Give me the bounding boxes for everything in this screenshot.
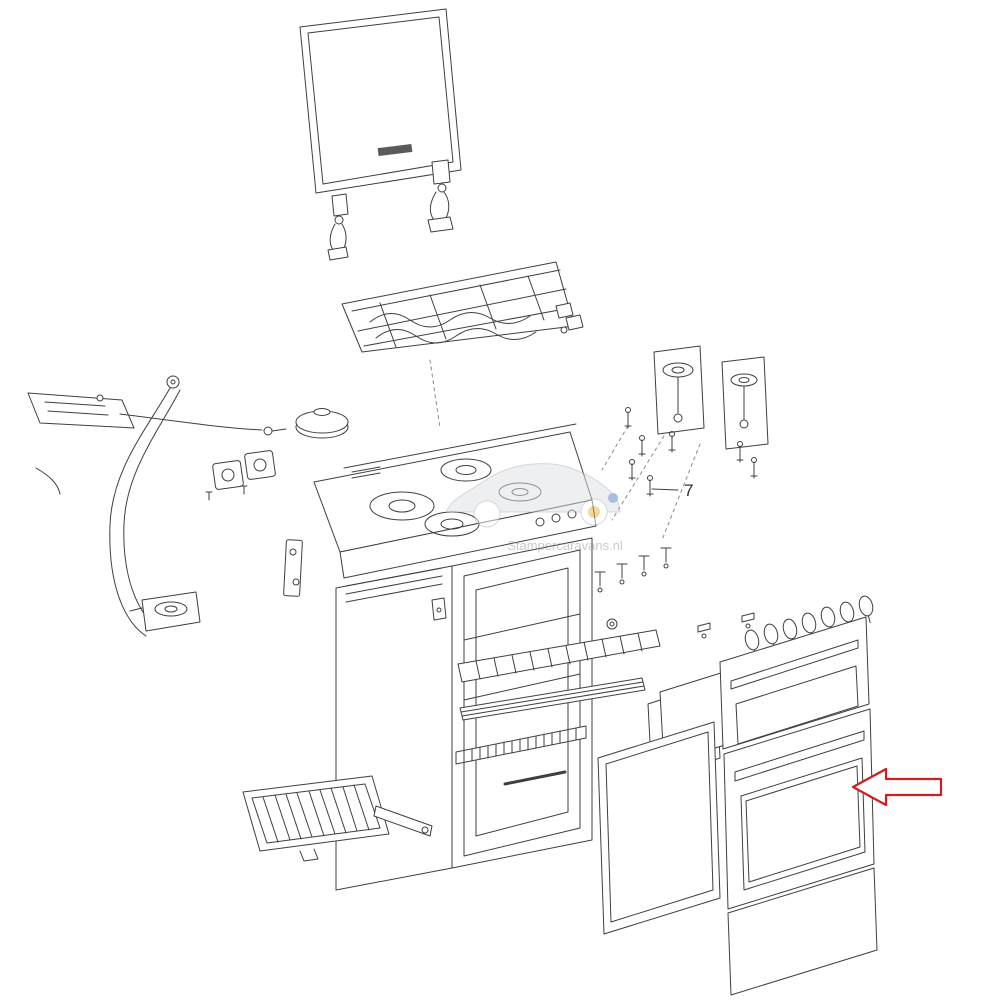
oven-vent-band [455,725,587,765]
hob-top [313,423,597,579]
injector-set [594,547,672,593]
wiring-harness [27,392,287,495]
assembly-guide-lines [429,359,701,541]
inner-door-panel-lower [597,721,721,935]
part-label-7: 7 [684,481,693,500]
fixing-bolt [606,618,618,630]
oven-door [723,708,875,910]
watermark: Stampercaravans.nl [445,463,623,553]
small-hinge-brackets [697,612,755,639]
burner-cap [295,408,349,439]
thermostat-capillary-loop [109,375,181,637]
watermark-yellow-dot [588,506,600,518]
grill-door-window [735,665,859,745]
lid-hinge-left [327,193,349,261]
hob-burner-left [369,491,435,521]
door-lower-panel [727,867,878,996]
watermark-car-logo [445,463,621,528]
burner-assembly-box-1 [653,345,705,435]
watermark-blue-dot [608,493,618,503]
oven-shelf-lower [459,677,646,721]
oven-door-window [740,757,866,891]
lid-logo [377,143,413,157]
burner-assembly-box-2 [721,356,769,450]
jet-screws [624,407,758,497]
grill-pan-handle [373,805,433,837]
grill-door-handle [730,639,859,690]
oven-door-handle [734,730,865,782]
drawer-handle [503,770,567,786]
red-arrow-annotation [851,767,943,807]
grate-hinge-brackets [555,302,584,334]
lid-hinge-right [427,159,454,233]
pan-support-grate [341,261,584,353]
oven-side-panel [335,565,453,891]
oven-shelf-upper [457,629,661,683]
mounting-strip [283,539,303,597]
grill-pan [242,775,433,862]
leader-line-7 [651,488,679,491]
watermark-text: Stampercaravans.nl [507,538,623,553]
hob-burner-back [440,458,492,482]
door-assembly [719,616,878,996]
glass-lid [299,8,462,194]
grill-door [719,616,870,750]
ignition-switches [205,450,276,501]
pilot-burner-valve [129,591,201,632]
